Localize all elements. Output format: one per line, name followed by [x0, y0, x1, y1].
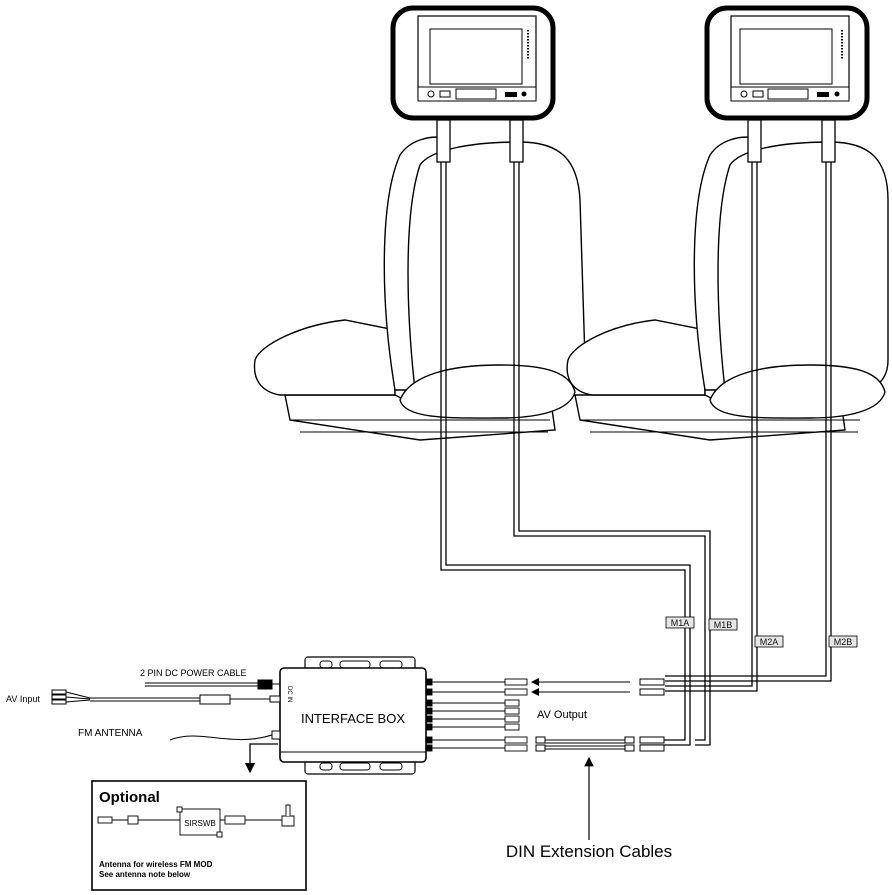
- interface-box: INTERFACE BOX DC IN: [279, 656, 427, 775]
- cable-m2a: [665, 119, 762, 692]
- cable-tag-m1a: M1A: [665, 616, 695, 629]
- m1a-label: M1A: [671, 618, 690, 628]
- cable-m1a: [436, 119, 691, 746]
- optional-note-line2: See antenna note below: [99, 870, 191, 879]
- cable-tag-m1b: M1B: [708, 618, 738, 631]
- left-seat: [253, 136, 586, 441]
- av-input-cable: [51, 689, 281, 705]
- av-output-label: AV Output: [537, 709, 587, 721]
- power-cable: [145, 679, 280, 690]
- dc-in-label: DC IN: [286, 686, 292, 702]
- din-connectors-right: [639, 678, 665, 752]
- sirswb-label: SIRSWB: [184, 819, 216, 828]
- left-monitor: [390, 5, 556, 121]
- av-input-label: AV Input: [6, 694, 40, 704]
- optional-note-line1: Antenna for wireless FM MOD: [99, 860, 213, 869]
- cable-m2b: [665, 119, 836, 682]
- cable-tag-m2a: M2A: [754, 635, 784, 648]
- right-monitor: [704, 5, 870, 121]
- fm-antenna-cable: [169, 730, 281, 741]
- optional-pointer-arrow: [244, 743, 278, 774]
- interface-box-label: INTERFACE BOX: [301, 711, 405, 726]
- optional-title: Optional: [99, 789, 160, 806]
- cable-m1b: [509, 119, 711, 746]
- cable-tag-m2b: M2B: [828, 635, 858, 648]
- fm-antenna-label: FM ANTENNA: [78, 728, 143, 739]
- m2a-label: M2A: [760, 637, 779, 647]
- power-cable-label: 2 PIN DC POWER CABLE: [140, 668, 247, 678]
- signal-arrows: [531, 678, 630, 696]
- optional-panel: Optional SIRSWB Antenna for wireless FM …: [91, 780, 307, 891]
- din-extension-cables: [535, 736, 635, 752]
- m1b-label: M1B: [714, 620, 733, 630]
- din-extension-label: DIN Extension Cables: [506, 842, 672, 861]
- right-seat: [566, 136, 889, 441]
- m2b-label: M2B: [834, 637, 853, 647]
- av-output-connectors: [425, 678, 528, 752]
